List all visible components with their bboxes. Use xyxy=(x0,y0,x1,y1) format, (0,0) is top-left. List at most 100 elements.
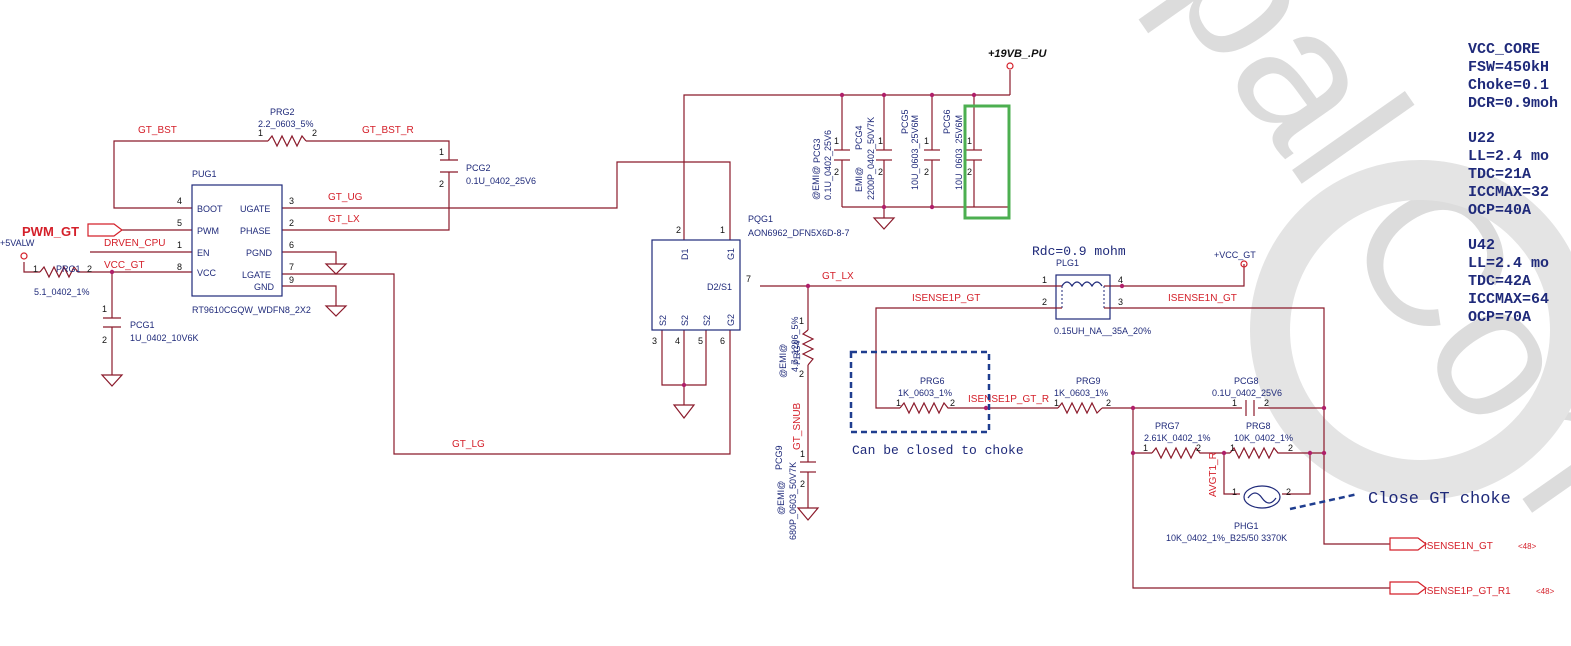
port-isense1n-gt[interactable]: ISENSE1N_GT <48> xyxy=(1389,537,1537,552)
port-label: ISENSE1P_GT_R1 xyxy=(1424,586,1511,597)
note-line: LL=2.4 mo xyxy=(1468,148,1549,165)
rail-5v: +5VALW xyxy=(0,238,35,260)
capacitor-pcg9[interactable]: PCG9 680P_0603_50V7K @EMI@ 1 2 xyxy=(774,445,816,540)
port-flag-icon xyxy=(1389,537,1427,551)
pin-num: 3 xyxy=(1118,297,1123,307)
component-ref: PHG1 xyxy=(1234,521,1259,531)
wire-pgnd xyxy=(282,251,337,264)
pin-num: 2 xyxy=(1286,487,1291,497)
junction xyxy=(971,92,977,98)
ic-pin-name: VCC xyxy=(197,268,217,278)
ic-pin-name: BOOT xyxy=(197,204,223,214)
net-label: GT_SNUB xyxy=(792,402,803,450)
net-label: GT_BST_R xyxy=(362,125,414,136)
wire-gt-ug xyxy=(282,161,731,240)
wires xyxy=(23,70,1390,589)
capacitor-pcg5[interactable]: PCG5 10U_0603_25V6M 1 2 xyxy=(900,109,940,190)
port-isense1p-gt-r1[interactable]: ISENSE1P_GT_R1 <48> xyxy=(1389,581,1555,597)
capacitor-pcg3[interactable]: PCG3 0.1U_0402_25V6 @EMI@ 1 2 xyxy=(811,130,850,200)
mosfet-part: AON6962_DFN5X6D-8-7 xyxy=(748,228,850,238)
inductor-plg1[interactable]: PLG1 0.15UH_NA__35A_20% 1 2 3 4 xyxy=(1040,258,1151,336)
junction xyxy=(1221,450,1227,456)
resistor-symbol xyxy=(39,265,82,279)
component-ref: PRG6 xyxy=(920,376,945,386)
component-value: 2200P_0402_50V7K xyxy=(866,117,876,200)
wire-isense1p-r1 xyxy=(1132,408,1390,589)
wire-gt-bst xyxy=(113,140,268,209)
component-ref: PRG4 xyxy=(792,340,802,365)
resistor-symbol xyxy=(267,134,307,148)
component-opt: @EMI@ xyxy=(778,344,788,378)
resistor-prg8[interactable]: PRG8 10K_0402_1% 1 2 xyxy=(1229,421,1293,460)
wire-5v xyxy=(23,262,40,273)
wire-gt-lg xyxy=(282,273,731,455)
wire-phg1-l xyxy=(1223,453,1240,495)
capacitor-pcg4[interactable]: PCG4 2200P_0402_50V7K EMI@ 1 2 xyxy=(854,117,892,200)
resistor-prg6[interactable]: PRG6 1K_0603_1% 1 2 xyxy=(896,376,955,415)
annotation-pointer xyxy=(1289,492,1359,511)
net-label: ISENSE1N_GT xyxy=(1168,293,1237,304)
rail-vin-label: +19VB_.PU xyxy=(988,48,1047,60)
note-line: LL=2.4 mo xyxy=(1468,255,1549,272)
component-value: 1K_0603_1% xyxy=(898,388,952,398)
component-ref: PCG2 xyxy=(466,163,491,173)
component-ref: PCG9 xyxy=(774,445,784,470)
component-value: 2.2_0603_5% xyxy=(258,119,314,129)
junction xyxy=(929,92,935,98)
rail-vcc-gt: +VCC_GT xyxy=(1214,250,1256,268)
resistor-prg1[interactable]: PRG1 5.1_0402_1% 1 2 xyxy=(33,264,92,297)
pin-num: 1 xyxy=(1230,443,1235,453)
note-line: TDC=21A xyxy=(1468,166,1531,183)
mosfet-pqg1[interactable]: PQG1 AON6962_DFN5X6D-8-7 D1 G1 2 1 D2/S1… xyxy=(651,214,850,346)
watermark-gear xyxy=(1250,160,1571,500)
ic-pug1[interactable]: PUG1 RT9610CGQW_WDFN8_2X2 BOOT PWM EN VC… xyxy=(177,169,311,315)
pin-num: 2 xyxy=(950,398,955,408)
component-value: 1U_0402_10V6K xyxy=(130,333,199,343)
capacitor-pcg1[interactable]: PCG1 1U_0402_10V6K 1 2 xyxy=(102,304,199,345)
highlight-box-green xyxy=(963,104,1011,220)
component-opt: EMI@ xyxy=(854,167,864,192)
mosfet-pin-name: D1 xyxy=(680,248,690,260)
component-value: 0.15UH_NA__35A_20% xyxy=(1054,326,1151,336)
resistor-symbol xyxy=(1057,401,1103,415)
inductor-coil xyxy=(1061,281,1103,288)
rail-vin-icon xyxy=(1006,62,1014,70)
pin-num: 2 xyxy=(1264,398,1269,408)
net-label: GT_LX xyxy=(822,271,854,282)
pin-num: 2 xyxy=(439,179,444,189)
component-value: 4.7_1206_5% xyxy=(790,316,800,372)
ic-ref: PUG1 xyxy=(192,169,217,179)
note-line: OCP=70A xyxy=(1468,309,1531,326)
mosfet-pin-name: G1 xyxy=(726,248,736,260)
ic-pin-num: 6 xyxy=(289,240,294,250)
ground-icon xyxy=(672,404,696,419)
port-pwm-gt[interactable]: PWM_GT xyxy=(22,223,123,239)
port-flag-icon xyxy=(87,223,123,237)
resistor-prg9[interactable]: PRG9 1K_0603_1% 1 2 xyxy=(1054,376,1111,415)
port-label: ISENSE1N_GT xyxy=(1424,541,1493,552)
component-value: 680P_0603_50V7K xyxy=(788,462,798,540)
pin-num: 1 xyxy=(439,147,444,157)
net-label: ISENSE1P_GT xyxy=(912,293,980,304)
ic-pin-num: 4 xyxy=(177,196,182,206)
thermistor-phg1[interactable]: PHG1 10K_0402_1%_B25/50 3370K 1 2 xyxy=(1166,485,1291,543)
resistor-prg2[interactable]: PRG2 2.2_0603_5% 1 2 xyxy=(258,107,317,148)
rail-vcc-gt-icon xyxy=(1240,260,1248,268)
ic-pin-num: 2 xyxy=(289,218,294,228)
capacitor-pcg8[interactable]: PCG8 0.1U_0402_25V6 1 2 xyxy=(1212,376,1282,416)
capacitor-pcg2[interactable]: PCG2 0.1U_0402_25V6 1 2 xyxy=(439,147,536,189)
component-value: 10K_0402_1%_B25/50 3370K xyxy=(1166,533,1287,543)
component-value: 10U_0603_25V6M xyxy=(910,115,920,190)
resistor-prg4[interactable]: PRG4 4.7_1206_5% @EMI@ 1 2 xyxy=(778,316,815,379)
annotations: Rdc=0.9 mohm Can be closed to choke Clos… xyxy=(849,104,1511,511)
pin-num: 1 xyxy=(878,136,883,146)
ic-pin-name: EN xyxy=(197,248,210,258)
component-value: 0.1U_0402_25V6 xyxy=(823,130,833,200)
capacitor-pcg6[interactable]: PCG6 10U_0603_25V6M 1 2 xyxy=(942,109,982,190)
ground-icon xyxy=(796,507,820,521)
pin-num: 1 xyxy=(1054,398,1059,408)
resistor-prg7[interactable]: PRG7 2.61K_0402_1% 1 2 xyxy=(1143,421,1211,460)
wire-isense1p xyxy=(875,307,1040,409)
junction xyxy=(1321,450,1327,456)
note-line: OCP=40A xyxy=(1468,202,1531,219)
